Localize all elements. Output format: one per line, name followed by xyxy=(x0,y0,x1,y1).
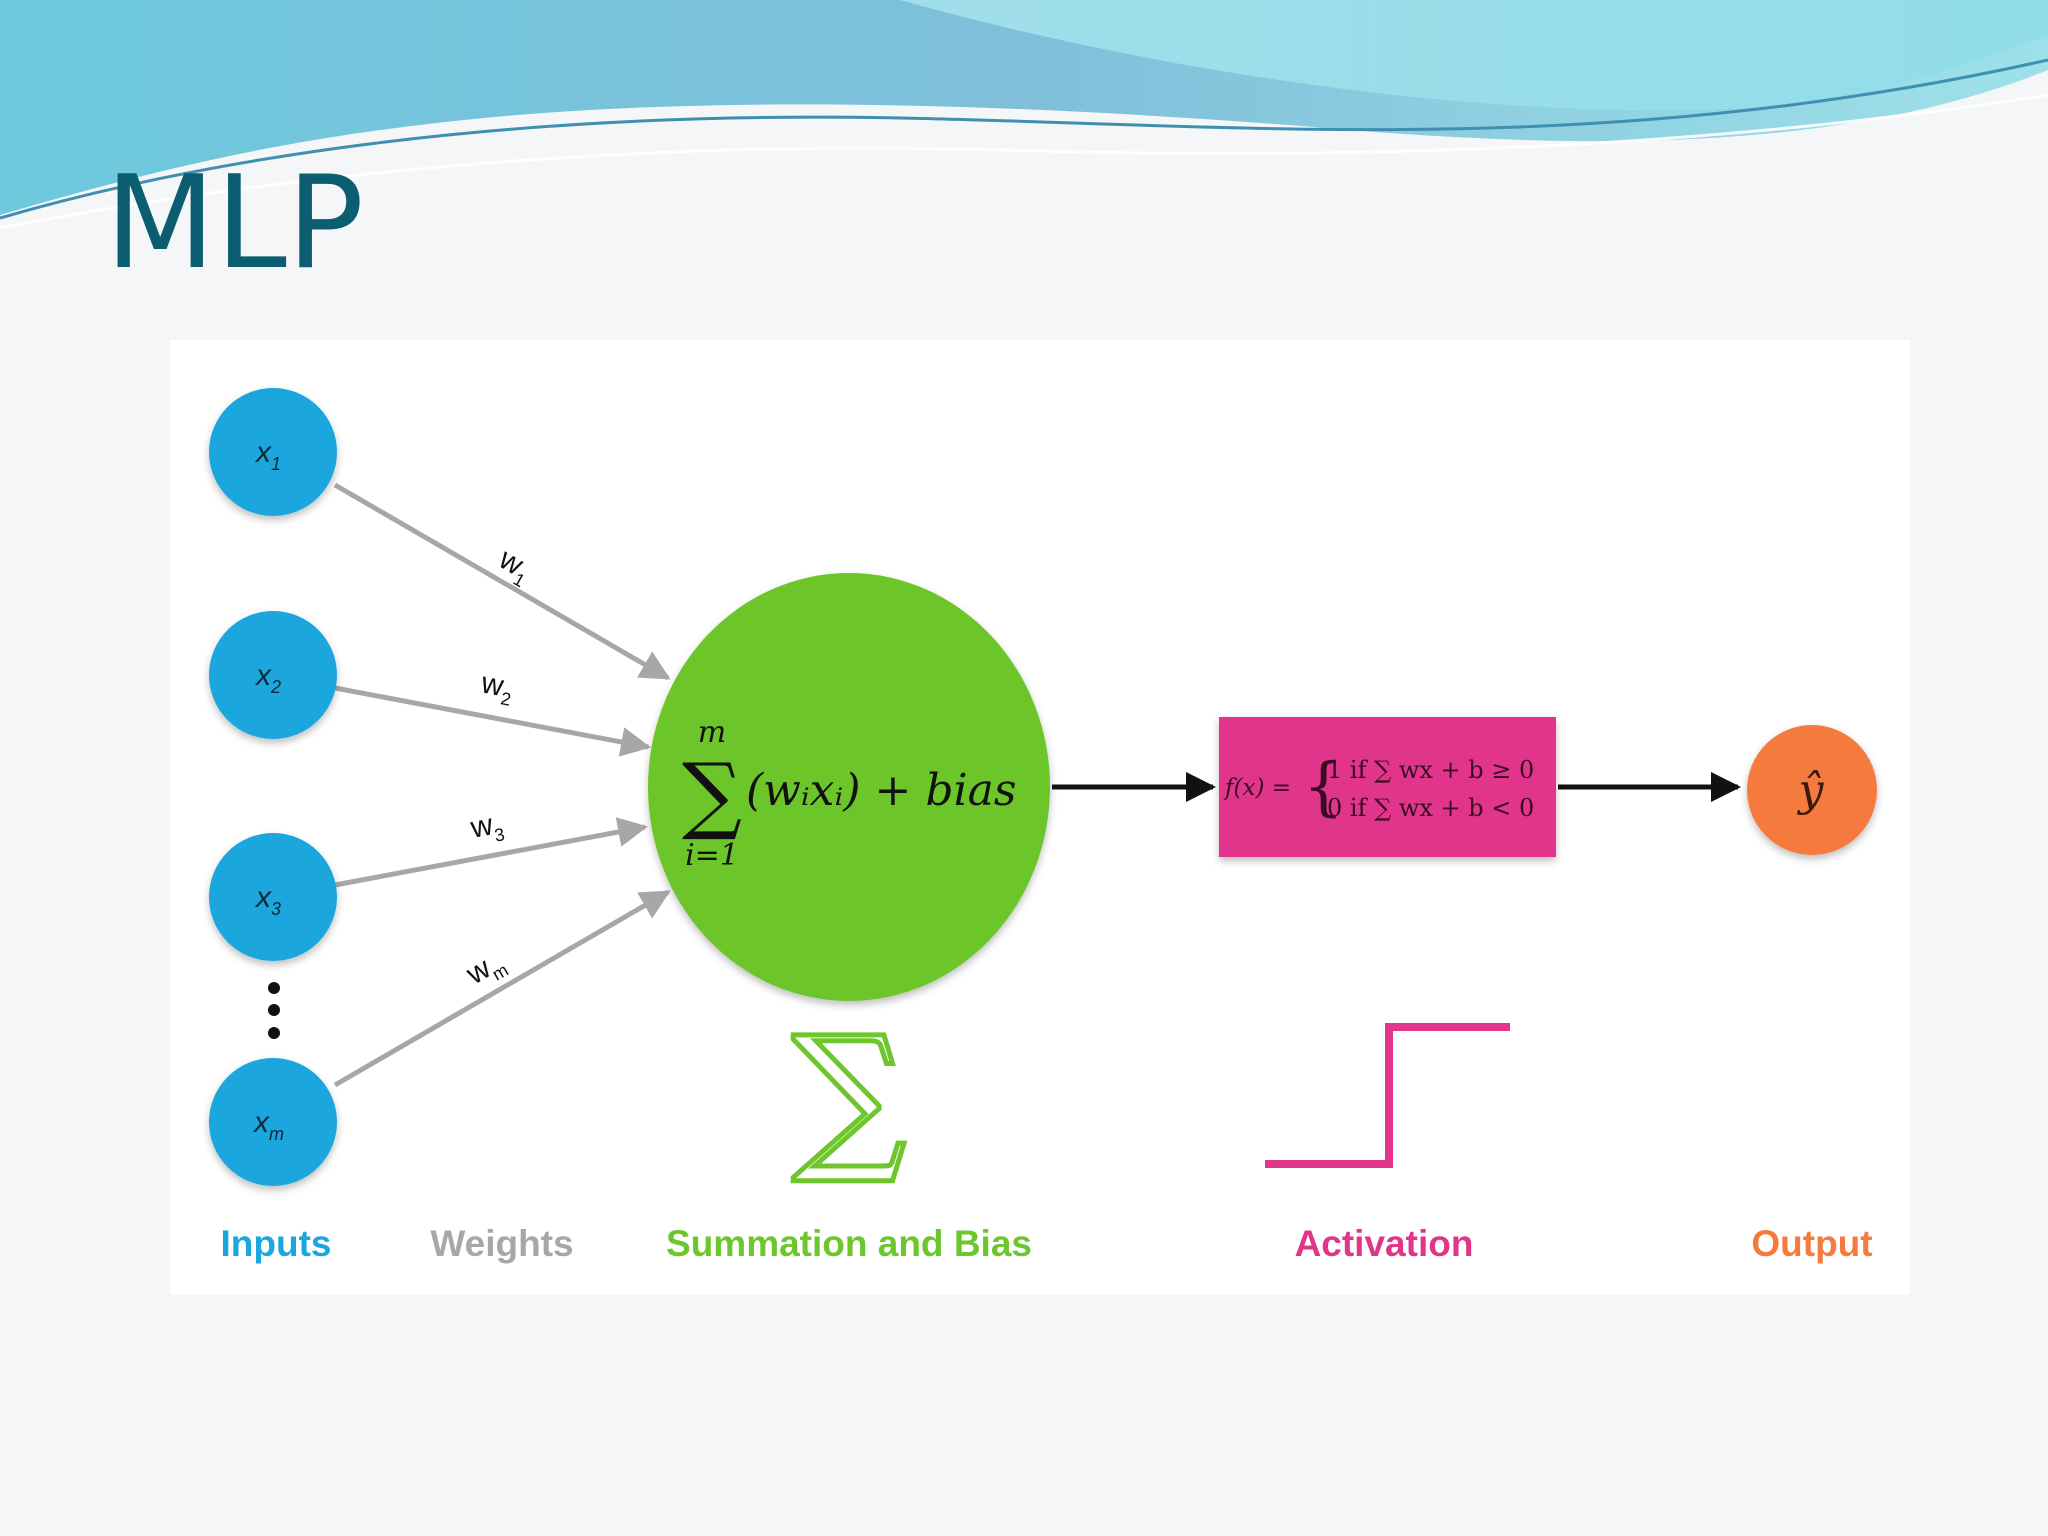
svg-text:xm: xm xyxy=(252,1106,284,1144)
sum-upper-limit: m xyxy=(698,715,726,750)
summation-label: Summation and Bias xyxy=(666,1223,1032,1264)
weight-labels: w1 w2 w3 wm xyxy=(460,542,537,992)
sum-sigma: ∑ xyxy=(682,745,742,843)
sum-formula: (wᵢxᵢ) + bias xyxy=(746,765,1016,816)
ellipsis-dots xyxy=(268,982,280,1039)
input-node-1: x1 xyxy=(209,388,337,516)
weights-label: Weights xyxy=(430,1223,573,1264)
weight-label-1: w1 xyxy=(490,542,537,591)
slide-title: MLP xyxy=(105,149,364,298)
activation-label: Activation xyxy=(1295,1223,1474,1264)
activation-case-1: 1 if ∑ wx + b ≥ 0 xyxy=(1327,756,1534,784)
weight-label-2: w2 xyxy=(477,666,516,710)
weight-arrows xyxy=(333,482,671,1088)
summation-node: m ∑ i=1 (wᵢxᵢ) + bias xyxy=(648,573,1050,1001)
input-node-m: xm xyxy=(209,1058,337,1186)
input-node-2: x2 xyxy=(209,611,337,739)
svg-text:x1: x1 xyxy=(254,436,281,474)
svg-text:x2: x2 xyxy=(254,659,281,697)
input-node-3: x3 xyxy=(209,833,337,961)
activation-case-2: 0 if ∑ wx + b < 0 xyxy=(1327,794,1534,822)
step-function-icon xyxy=(1265,1023,1510,1168)
svg-text:ŷ: ŷ xyxy=(1797,765,1825,816)
weight-arrow-3 xyxy=(334,817,648,888)
weight-arrow-1 xyxy=(333,482,671,681)
weight-label-3: w3 xyxy=(467,806,506,850)
output-node: ŷ xyxy=(1747,725,1877,855)
svg-text:x3: x3 xyxy=(254,881,281,919)
header-wave xyxy=(0,0,2048,230)
weight-arrow-2 xyxy=(334,685,651,757)
weight-arrow-m xyxy=(333,889,671,1088)
output-label: Output xyxy=(1751,1223,1872,1264)
inputs-label: Inputs xyxy=(221,1223,332,1264)
activation-box: f(x) = { 1 if ∑ wx + b ≥ 0 0 if ∑ wx + b… xyxy=(1219,717,1556,857)
sum-lower-limit: i=1 xyxy=(685,838,739,873)
sigma-symbol: ∑ xyxy=(792,1001,906,1188)
activation-lhs: f(x) = xyxy=(1223,775,1291,801)
activation-brace: { xyxy=(1303,750,1344,824)
